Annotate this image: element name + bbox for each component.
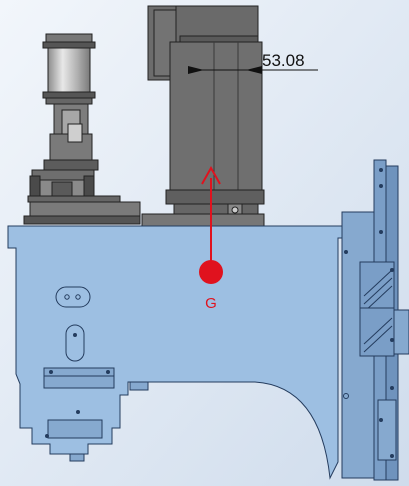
gravity-point [199, 260, 223, 284]
main-body [7, 225, 351, 480]
gravity-arrow-head [201, 165, 221, 185]
center-of-gravity: G [199, 165, 223, 312]
dimension-value: 53.08 [262, 51, 305, 70]
right-column [341, 159, 409, 481]
cylinder-assembly [23, 33, 141, 225]
gravity-label: G [205, 295, 217, 312]
dimension-annotation: 53.08 [188, 51, 318, 74]
